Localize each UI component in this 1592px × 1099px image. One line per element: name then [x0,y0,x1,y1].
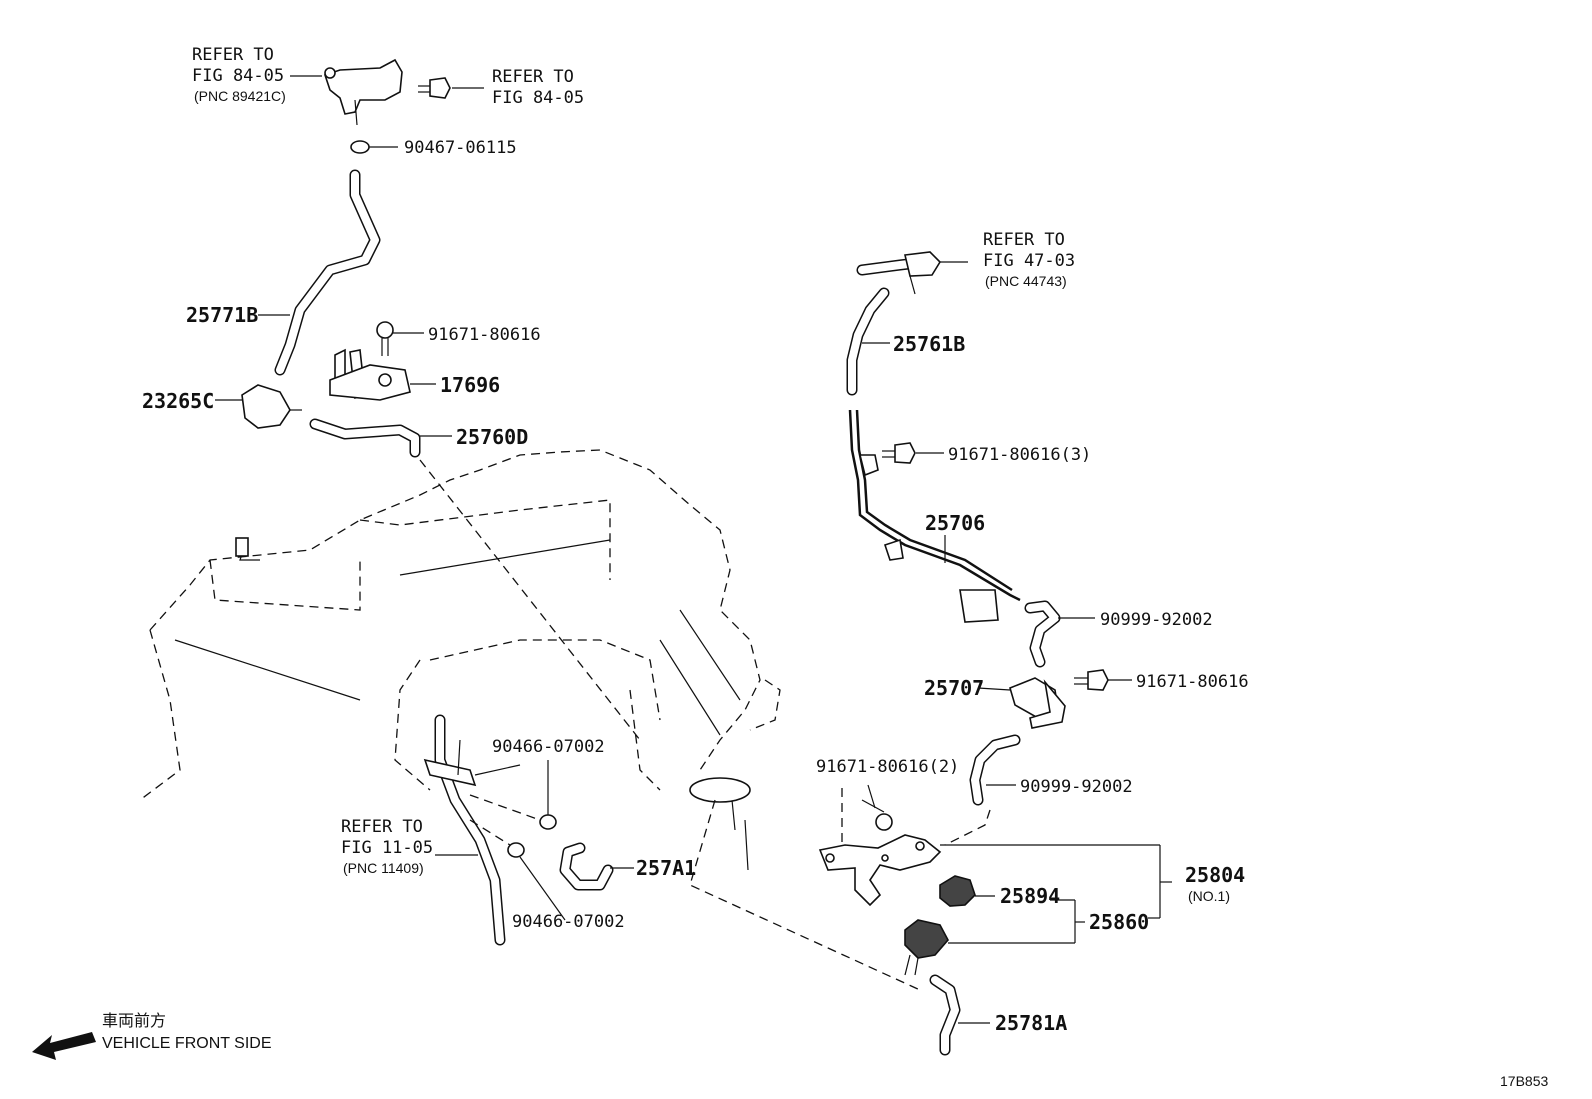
vsv-25894-part [939,875,995,907]
label-25707: 25707 [924,676,984,700]
hose-25771B-part [258,169,381,376]
ref-c-line3: (PNC 44743) [985,273,1067,289]
hose-25760D-part [309,418,641,741]
ref-b-line1: REFER TO [492,67,574,87]
label-25804-sub: (NO.1) [1188,888,1230,904]
ref-d-line3: (PNC 11409) [343,860,424,876]
label-25860: 25860 [1089,910,1149,934]
label-91671-b: 91671-80616(3) [948,445,1091,465]
ref-label-84-05-b: REFER TO FIG 84-05 [492,67,584,108]
label-25760D: 25760D [456,425,528,449]
label-91671-a: 91671-80616 [428,325,541,345]
hose-90999-a-part [1024,600,1095,668]
label-90999-a: 90999-92002 [1100,610,1213,630]
label-25771B: 25771B [186,303,258,327]
label-257A1: 257A1 [636,856,696,880]
bolt-91671-b-part [882,442,944,464]
dipstick-tube-part [423,714,521,946]
label-25894: 25894 [1000,884,1060,908]
hose-90999-b-part [944,734,1021,846]
vehicle-front-arrow-icon [32,1032,96,1060]
clip-90467-part [350,140,398,154]
bolt-ref-part [418,77,484,99]
pipe-25706-part [848,409,1021,623]
bolt-91671-a-part [376,321,424,356]
bolt-91671-c-part [1074,669,1132,691]
clamp-90466-a-part [469,760,557,830]
ref-a-line3: (PNC 89421C) [194,88,286,104]
clamp-90466-b-part [469,819,566,921]
label-25706: 25706 [925,511,985,535]
label-91671-d: 91671-80616(2) [816,757,959,777]
label-25781A: 25781A [995,1011,1067,1035]
bracket-17696-part [329,348,436,401]
ref-label-11-05: REFER TO FIG 11-05 (PNC 11409) [341,817,433,876]
bracket-25804-part [818,834,1172,919]
bracket-25707-part [977,677,1066,729]
ref-c-line2: FIG 47-03 [983,251,1075,271]
label-25761B: 25761B [893,332,965,356]
label-23265C: 23265C [142,389,214,413]
ref-label-47-03: REFER TO FIG 47-03 (PNC 44743) [983,230,1075,289]
label-90466-a: 90466-07002 [492,737,605,757]
label-17696: 17696 [440,373,500,397]
front-note-jp: 車両前方 [102,1012,166,1030]
hose-257A1-part [559,842,634,891]
ref-d-line1: REFER TO [341,817,423,837]
vsv-sensor-part [323,58,403,126]
hose-25781A-part [689,799,990,1056]
ref-label-84-05-a: REFER TO FIG 84-05 (PNC 89421C) [192,45,322,104]
bolt-91671-d-part [841,784,893,845]
label-25804: 25804 [1185,863,1245,887]
vsv-25860-part [904,899,1085,976]
ref-b-line2: FIG 84-05 [492,88,584,108]
label-90466-b: 90466-07002 [512,912,625,932]
ref-c-line1: REFER TO [983,230,1065,250]
diagram-code: 17B853 [1500,1073,1548,1089]
label-90999-b: 90999-92002 [1020,777,1133,797]
label-91671-c: 91671-80616 [1136,672,1249,692]
filter-23265C-part [215,384,302,429]
hose-25761B-part [846,287,890,396]
front-note-en: VEHICLE FRONT SIDE [102,1035,272,1052]
ref-d-line2: FIG 11-05 [341,838,433,858]
ref-a-line1: REFER TO [192,45,274,65]
ref-a-line2: FIG 84-05 [192,66,284,86]
throttle-ref-part [856,251,968,295]
engine-outline [139,449,781,871]
label-90467-06115: 90467-06115 [404,138,517,158]
